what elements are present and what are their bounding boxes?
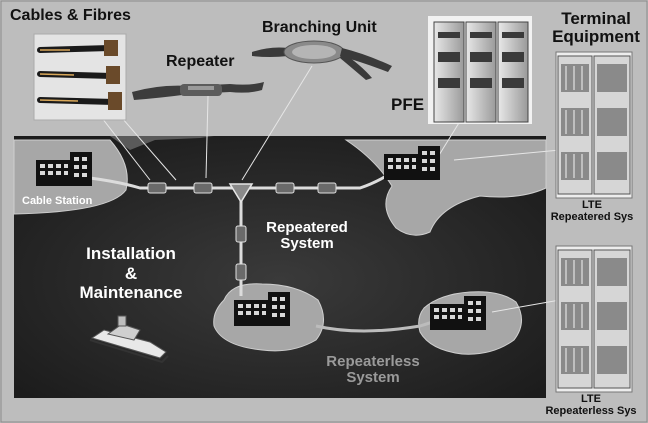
lte-repeatered-line-1: LTE xyxy=(582,199,602,211)
repeater-node-3 xyxy=(275,182,295,194)
lte-repeatered-rack-image xyxy=(555,51,633,199)
cable-ship-image xyxy=(89,315,169,364)
repeater-node-5 xyxy=(235,225,247,243)
installation-maintenance-label: Installation & Maintenance xyxy=(68,244,194,303)
branching-unit-label: Branching Unit xyxy=(262,19,377,36)
callout-lines xyxy=(101,65,561,313)
repeatered-system-line-2: System xyxy=(280,234,334,252)
installation-line-2: & xyxy=(124,263,138,283)
lte-repeaterless-line-2: Repeaterless Sys xyxy=(545,404,637,417)
repeater-device-image xyxy=(132,82,264,100)
cable-station-label: Cable Station xyxy=(22,195,93,207)
repeaters-on-cable xyxy=(147,182,337,281)
lte-repeaterless-label: LTE Repeaterless Sys xyxy=(536,393,646,417)
repeaterless-system-line-1: Repeaterless xyxy=(326,353,420,370)
cables-fibres-image xyxy=(33,33,127,121)
repeaterless-system-label: Repeaterless System xyxy=(318,354,428,386)
branching-unit-device-image xyxy=(252,40,392,80)
terminal-equipment-line-2: Equipment xyxy=(552,26,640,46)
installation-line-1: Installation xyxy=(86,244,176,263)
installation-line-3: Maintenance xyxy=(79,283,183,303)
repeater-node-6 xyxy=(235,263,247,281)
repeater-node-4 xyxy=(317,182,337,194)
lte-repeaterless-rack-image xyxy=(555,245,633,393)
repeaterless-system-line-2: System xyxy=(346,368,400,386)
cables-fibres-label: Cables & Fibres xyxy=(10,7,131,24)
repeater-node-2 xyxy=(193,182,213,194)
branching-unit-node xyxy=(228,183,254,204)
repeatered-system-line-1: Repeatered xyxy=(266,219,348,236)
lte-repeaterless-line-1: LTE xyxy=(581,393,601,405)
pfe-label: PFE xyxy=(391,95,425,114)
pfe-cabinet-image xyxy=(428,16,532,124)
repeater-node-1 xyxy=(147,182,167,194)
terminal-equipment-label: Terminal Equipment xyxy=(546,10,646,46)
repeater-label: Repeater xyxy=(166,53,235,70)
lte-repeatered-label: LTE Repeatered Sys xyxy=(538,199,646,223)
lte-repeatered-line-2: Repeatered Sys xyxy=(550,210,634,223)
repeatered-system-label: Repeatered System xyxy=(256,220,358,252)
terminal-equipment-line-1: Terminal xyxy=(561,9,631,28)
